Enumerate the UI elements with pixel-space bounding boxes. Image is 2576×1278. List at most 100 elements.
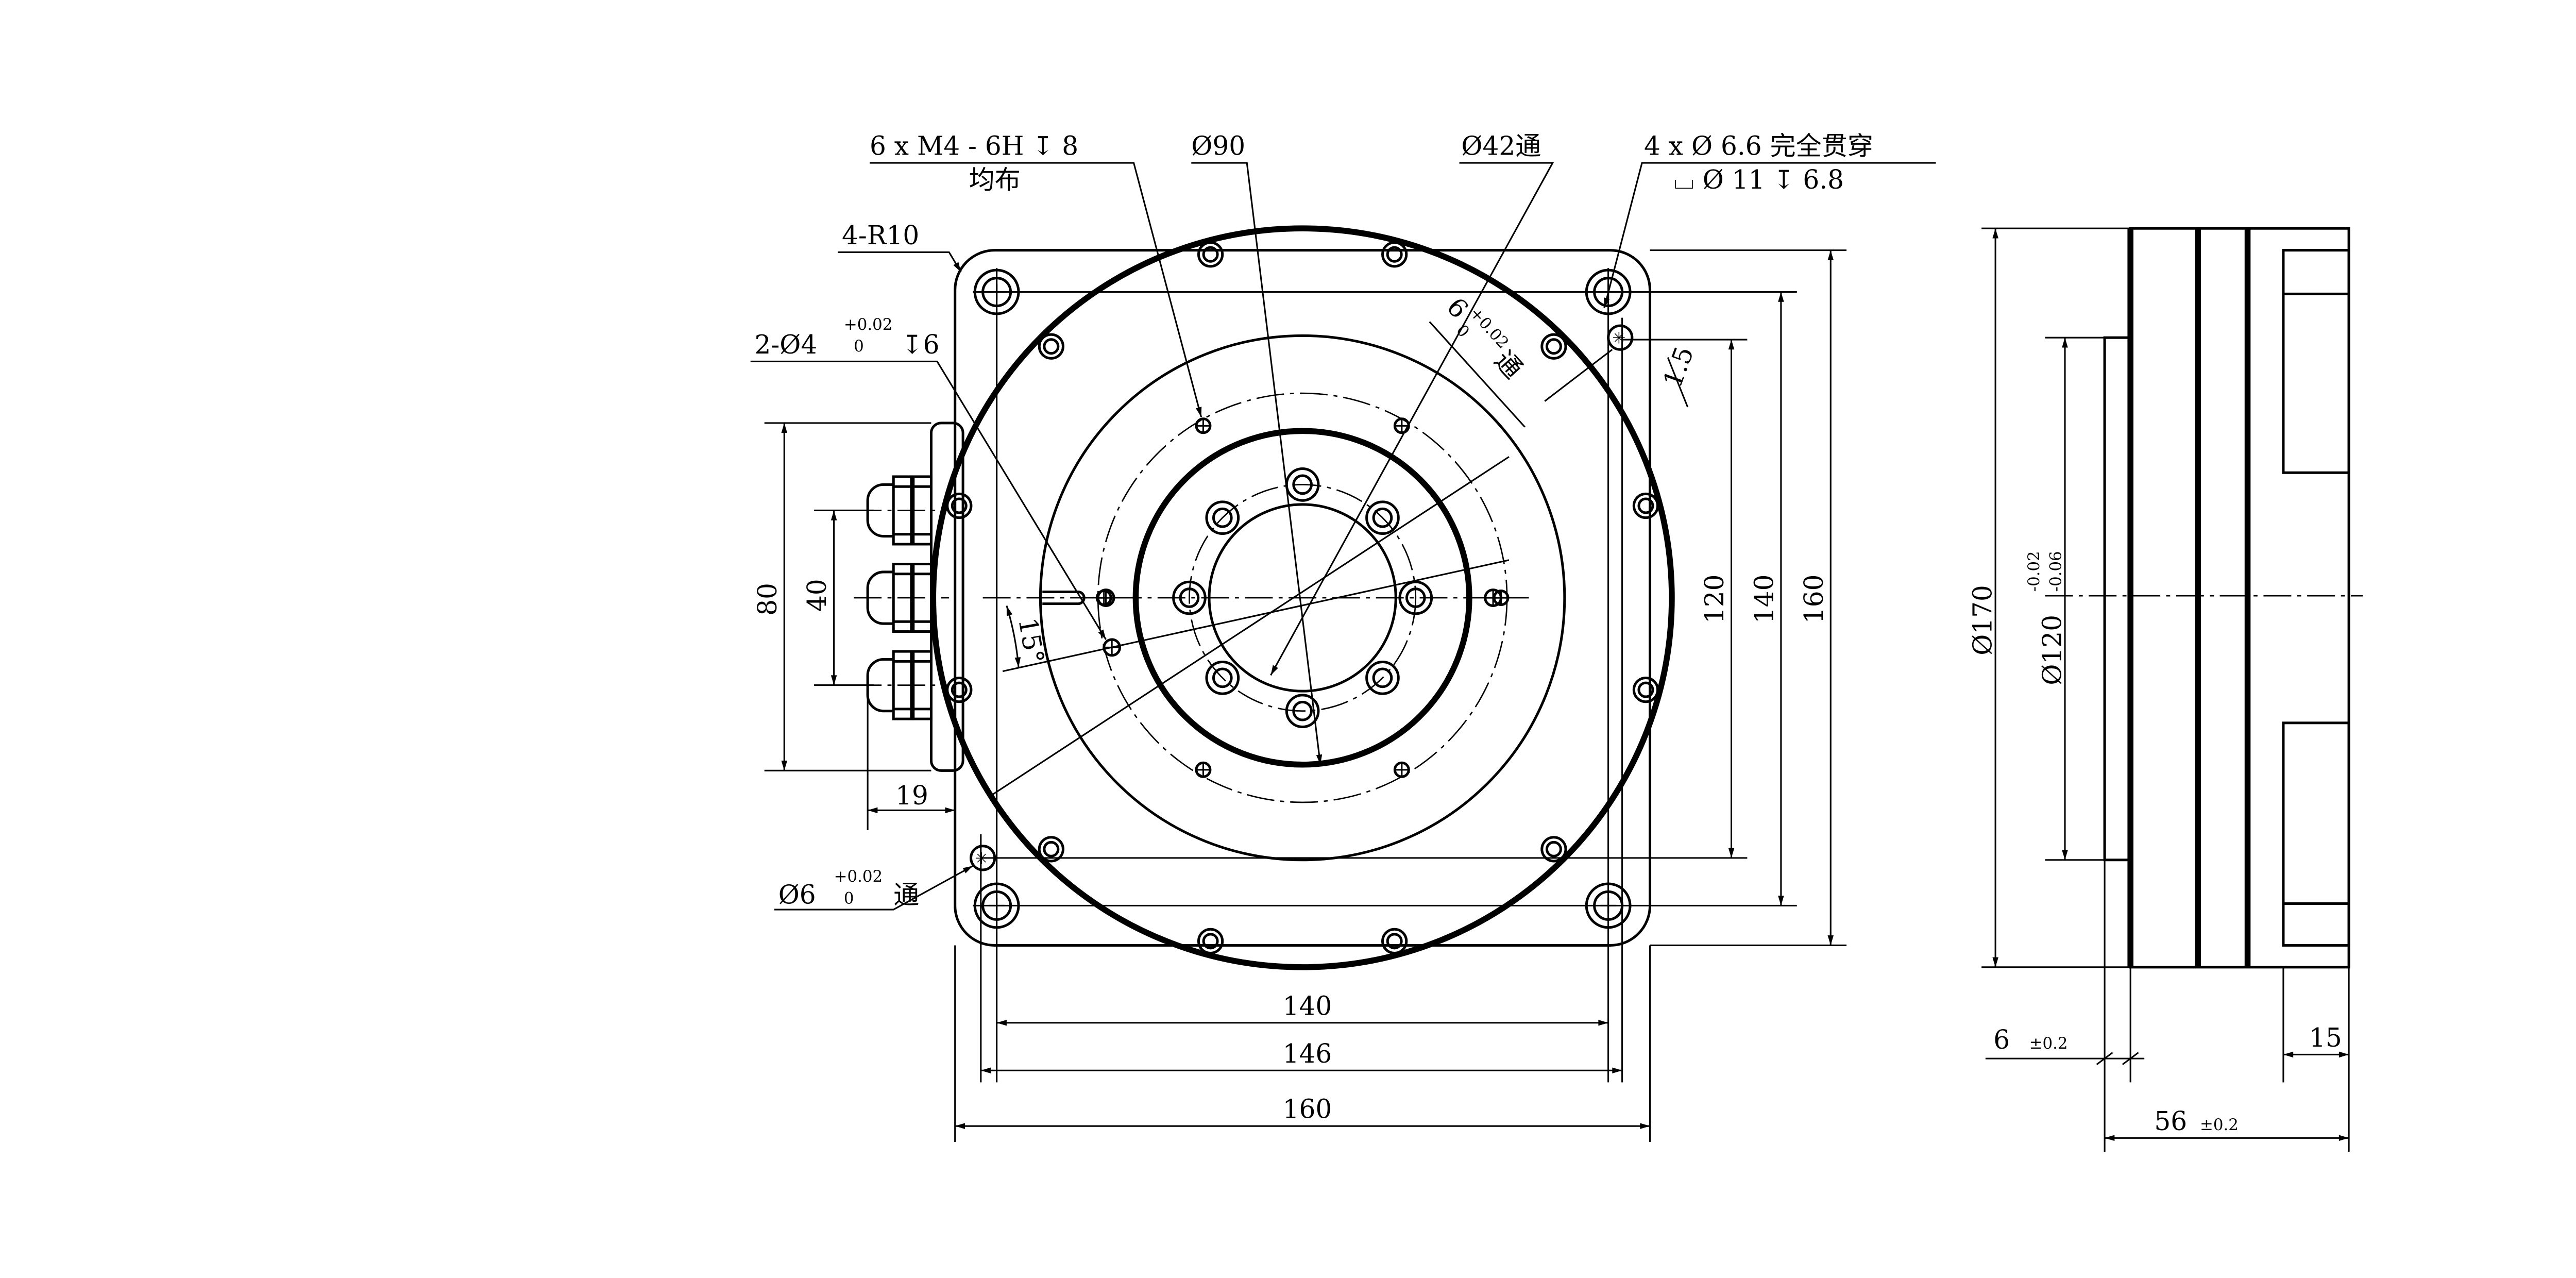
outer-ring-hole-inner	[1637, 497, 1654, 514]
inner-bolt-hole	[1365, 500, 1400, 535]
inner-bolt-hole-inner	[1372, 667, 1393, 688]
svg-text:0: 0	[844, 889, 854, 908]
corner-mount-hole-inner	[981, 277, 1012, 308]
pin-hole-callout: 2-Ø4	[754, 329, 817, 360]
side-view: Ø170 Ø120 -0.02 -0.06 6 ±0.2 15 56 ±0.2	[1967, 227, 2363, 1152]
outer-ring-hole	[1038, 333, 1064, 360]
bottom-notch	[2282, 721, 2350, 947]
rotary-table-outer-ring	[930, 225, 1675, 970]
dim-d120: Ø120	[2037, 615, 2067, 685]
svg-text:-0.02: -0.02	[2025, 551, 2043, 592]
svg-text:±0.2: ±0.2	[2029, 1034, 2068, 1053]
svg-text:✳: ✳	[1612, 329, 1625, 348]
dim-160-vertical: 160	[1799, 575, 1829, 624]
corner-mount-hole-inner	[1593, 890, 1624, 921]
dim-d170: Ø170	[1967, 585, 1997, 655]
pilot-boss	[2103, 336, 2132, 862]
dim-19-horizontal: 19	[895, 780, 928, 811]
svg-text:0: 0	[854, 337, 864, 356]
inner-bolt-hole	[1172, 580, 1207, 615]
inner-bolt-hole-inner	[1212, 667, 1233, 688]
svg-text:↧6: ↧6	[902, 329, 940, 360]
outer-ring-hole-inner	[1043, 840, 1060, 857]
dim-40-vertical: 40	[802, 579, 832, 612]
m4-thread-callout-sub: 均布	[969, 164, 1021, 195]
dim-56-length: 56	[2154, 1106, 2187, 1136]
svg-text:✳: ✳	[975, 849, 988, 868]
outer-ring-hole	[1540, 836, 1567, 863]
inner-bolt-hole-inner	[1179, 587, 1200, 608]
outer-ring-hole	[1632, 492, 1659, 519]
m4-threaded-hole	[1393, 761, 1410, 778]
dim-140-horizontal: 140	[1283, 990, 1332, 1021]
outer-ring-hole	[1197, 928, 1224, 954]
dim-80-vertical: 80	[752, 583, 783, 616]
dowel-hole-callout: Ø6	[778, 880, 816, 910]
m4-thread-callout: 6 x M4 - 6H ↧ 8	[870, 131, 1078, 161]
d42-callout: Ø42通	[1461, 131, 1541, 161]
outer-ring-hole	[1038, 836, 1064, 863]
dim-140-vertical: 140	[1749, 575, 1779, 624]
svg-text:+0.02: +0.02	[1466, 304, 1512, 352]
outer-ring-hole	[1632, 676, 1659, 703]
svg-text:+0.02: +0.02	[844, 315, 892, 334]
key-slot	[1042, 590, 1086, 606]
diag-pin-hole	[1607, 324, 1634, 351]
outer-ring-hole	[946, 492, 973, 519]
outer-ring-hole-inner	[951, 681, 968, 698]
d90-flange	[1132, 428, 1472, 768]
outer-ring-hole-inner	[1043, 338, 1060, 355]
outer-ring-hole-inner	[1386, 246, 1403, 263]
inner-bolt-hole-inner	[1212, 507, 1233, 528]
diag-hole-callout: 6 +0.02 0 通	[1441, 292, 1529, 384]
outer-ring-hole	[946, 676, 973, 703]
mount-hole-callout: 4 x Ø 6.6 完全贯穿	[1644, 131, 1873, 161]
front-view: 15° ✳ ✳ 6 x M4 - 6H ↧ 8 均布 Ø90 Ø42通 4 x …	[750, 131, 1936, 1142]
outer-ring-hole	[1381, 928, 1408, 954]
dowel-hole	[970, 845, 996, 871]
svg-text:通: 通	[1489, 345, 1529, 384]
offset-1.5-label: 1.5	[1657, 342, 1700, 391]
inner-bolt-hole-inner	[1292, 474, 1313, 495]
outer-ring-hole-inner	[1545, 840, 1562, 857]
outer-ring-hole-inner	[1202, 933, 1219, 950]
svg-text:-0.06: -0.06	[2046, 551, 2065, 592]
outer-ring-hole-inner	[1545, 338, 1562, 355]
inner-bolt-circle	[1189, 484, 1417, 712]
corner-mount-hole	[1585, 882, 1632, 929]
base-plate-outline	[954, 249, 1652, 947]
corner-radius-callout: 4-R10	[842, 220, 919, 250]
inner-bolt-hole	[1205, 500, 1240, 535]
corner-mount-hole	[973, 268, 1020, 315]
dim-6-thickness: 6	[1993, 1024, 2010, 1055]
corner-mount-hole	[1585, 268, 1632, 315]
dim-146-horizontal: 146	[1283, 1038, 1332, 1069]
inner-bolt-hole	[1285, 694, 1320, 729]
outer-ring-hole-inner	[1637, 681, 1654, 698]
outer-ring-hole-inner	[951, 497, 968, 514]
inner-bolt-hole-inner	[1405, 587, 1426, 608]
mount-hole-counterbore: ⌴ Ø 11 ↧ 6.8	[1674, 164, 1844, 195]
m4-threaded-hole	[1195, 761, 1212, 778]
svg-text:±0.2: ±0.2	[2200, 1116, 2239, 1134]
d42-through-bore	[1208, 503, 1397, 693]
inner-bolt-hole	[1205, 661, 1240, 695]
corner-mount-hole	[973, 882, 1020, 929]
outer-ring-hole-inner	[1202, 246, 1219, 263]
dim-160-horizontal: 160	[1283, 1094, 1332, 1124]
outer-ring-hole	[1540, 333, 1567, 360]
svg-text:通: 通	[893, 880, 919, 910]
dim-15-depth: 15	[2309, 1022, 2342, 1053]
d120-boss	[1039, 334, 1566, 862]
d90-callout: Ø90	[1191, 131, 1245, 161]
inner-bolt-hole	[1398, 580, 1433, 615]
inner-bolt-hole	[1365, 661, 1400, 695]
outer-ring-hole-inner	[1386, 933, 1403, 950]
side-body	[2129, 227, 2350, 969]
cable-gland	[854, 475, 950, 546]
svg-text:+0.02: +0.02	[834, 867, 883, 886]
top-notch	[2282, 249, 2350, 474]
inner-bolt-hole-inner	[1372, 507, 1393, 528]
corner-mount-hole-inner	[981, 890, 1012, 921]
